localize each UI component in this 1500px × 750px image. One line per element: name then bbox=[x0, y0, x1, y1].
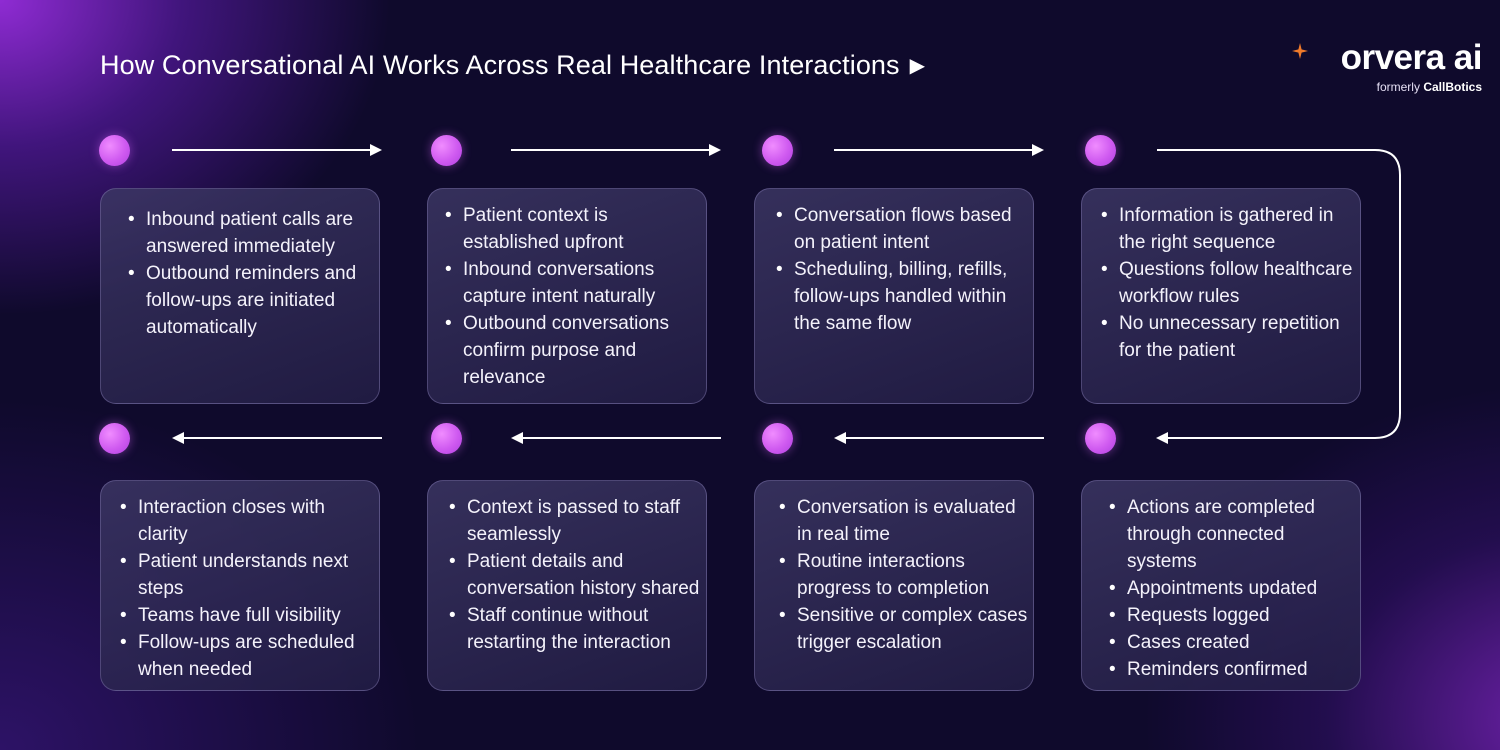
step-1-bullet: Outbound reminders and follow-ups are in… bbox=[128, 260, 371, 341]
step-8-dot bbox=[99, 423, 130, 454]
step-5-card: Actions are completed through connected … bbox=[1081, 480, 1361, 691]
step-7-bullets: Context is passed to staff seamlessly Pa… bbox=[449, 494, 702, 656]
step-5-bullet: Cases created bbox=[1109, 629, 1356, 656]
step-4-dot bbox=[1085, 135, 1116, 166]
step-5-dot bbox=[1085, 423, 1116, 454]
step-5-bullet: Requests logged bbox=[1109, 602, 1356, 629]
step-4-card: Information is gathered in the right seq… bbox=[1081, 188, 1361, 404]
brand-logo: orvera ai formerly CallBotics bbox=[1282, 38, 1483, 94]
step-7-bullet: Patient details and conversation history… bbox=[449, 548, 702, 602]
page-title: How Conversational AI Works Across Real … bbox=[100, 50, 925, 81]
step-8-bullet: Interaction closes with clarity bbox=[120, 494, 371, 548]
step-8-card: Interaction closes with clarity Patient … bbox=[100, 480, 380, 691]
brand-formerly-prefix: formerly bbox=[1376, 80, 1420, 94]
step-1-dot bbox=[99, 135, 130, 166]
page-title-text: How Conversational AI Works Across Real … bbox=[100, 50, 900, 80]
step-4-bullet: Information is gathered in the right seq… bbox=[1101, 202, 1356, 256]
step-3-card: Conversation flows based on patient inte… bbox=[754, 188, 1034, 404]
step-6-bullet: Routine interactions progress to complet… bbox=[779, 548, 1029, 602]
step-2-bullet: Outbound conversations confirm purpose a… bbox=[445, 310, 702, 391]
step-2-bullets: Patient context is established upfront I… bbox=[445, 202, 702, 391]
step-8-bullet: Patient understands next steps bbox=[120, 548, 371, 602]
spark-icon bbox=[1292, 43, 1308, 59]
brand-formerly: formerly CallBotics bbox=[1282, 80, 1482, 94]
step-3-bullets: Conversation flows based on patient inte… bbox=[776, 202, 1029, 337]
step-4-bullet: Questions follow healthcare workflow rul… bbox=[1101, 256, 1356, 310]
step-7-bullet: Staff continue without restarting the in… bbox=[449, 602, 702, 656]
step-2-bullet: Patient context is established upfront bbox=[445, 202, 702, 256]
step-5-bullet: Actions are completed through connected … bbox=[1109, 494, 1356, 575]
step-7-card: Context is passed to staff seamlessly Pa… bbox=[427, 480, 707, 691]
step-2-bullet: Inbound conversations capture intent nat… bbox=[445, 256, 702, 310]
brand-formerly-name: CallBotics bbox=[1423, 80, 1482, 94]
step-1-bullet: Inbound patient calls are answered immed… bbox=[128, 206, 371, 260]
step-5-bullet: Reminders confirmed bbox=[1109, 656, 1356, 683]
step-1-card: Inbound patient calls are answered immed… bbox=[100, 188, 380, 404]
step-3-bullet: Scheduling, billing, refills, follow-ups… bbox=[776, 256, 1029, 337]
arrow-step4-to-step5 bbox=[1156, 149, 1401, 444]
step-3-dot bbox=[762, 135, 793, 166]
play-triangle-icon: ▶ bbox=[909, 55, 926, 77]
step-5-bullet: Appointments updated bbox=[1109, 575, 1356, 602]
step-5-bullets: Actions are completed through connected … bbox=[1109, 494, 1356, 683]
step-6-bullets: Conversation is evaluated in real time R… bbox=[779, 494, 1029, 656]
brand-name: orvera ai bbox=[1340, 38, 1483, 77]
step-8-bullet: Follow-ups are scheduled when needed bbox=[120, 629, 371, 683]
step-8-bullets: Interaction closes with clarity Patient … bbox=[120, 494, 371, 683]
step-7-dot bbox=[431, 423, 462, 454]
step-6-dot bbox=[762, 423, 793, 454]
step-2-dot bbox=[431, 135, 462, 166]
step-3-bullet: Conversation flows based on patient inte… bbox=[776, 202, 1029, 256]
step-6-card: Conversation is evaluated in real time R… bbox=[754, 480, 1034, 691]
step-6-bullet: Sensitive or complex cases trigger escal… bbox=[779, 602, 1029, 656]
step-2-card: Patient context is established upfront I… bbox=[427, 188, 707, 404]
step-4-bullets: Information is gathered in the right seq… bbox=[1101, 202, 1356, 364]
brand-wordmark: orvera ai bbox=[1282, 38, 1483, 78]
step-6-bullet: Conversation is evaluated in real time bbox=[779, 494, 1029, 548]
step-1-bullets: Inbound patient calls are answered immed… bbox=[128, 206, 371, 341]
step-4-bullet: No unnecessary repetition for the patien… bbox=[1101, 310, 1356, 364]
step-7-bullet: Context is passed to staff seamlessly bbox=[449, 494, 702, 548]
step-8-bullet: Teams have full visibility bbox=[120, 602, 371, 629]
